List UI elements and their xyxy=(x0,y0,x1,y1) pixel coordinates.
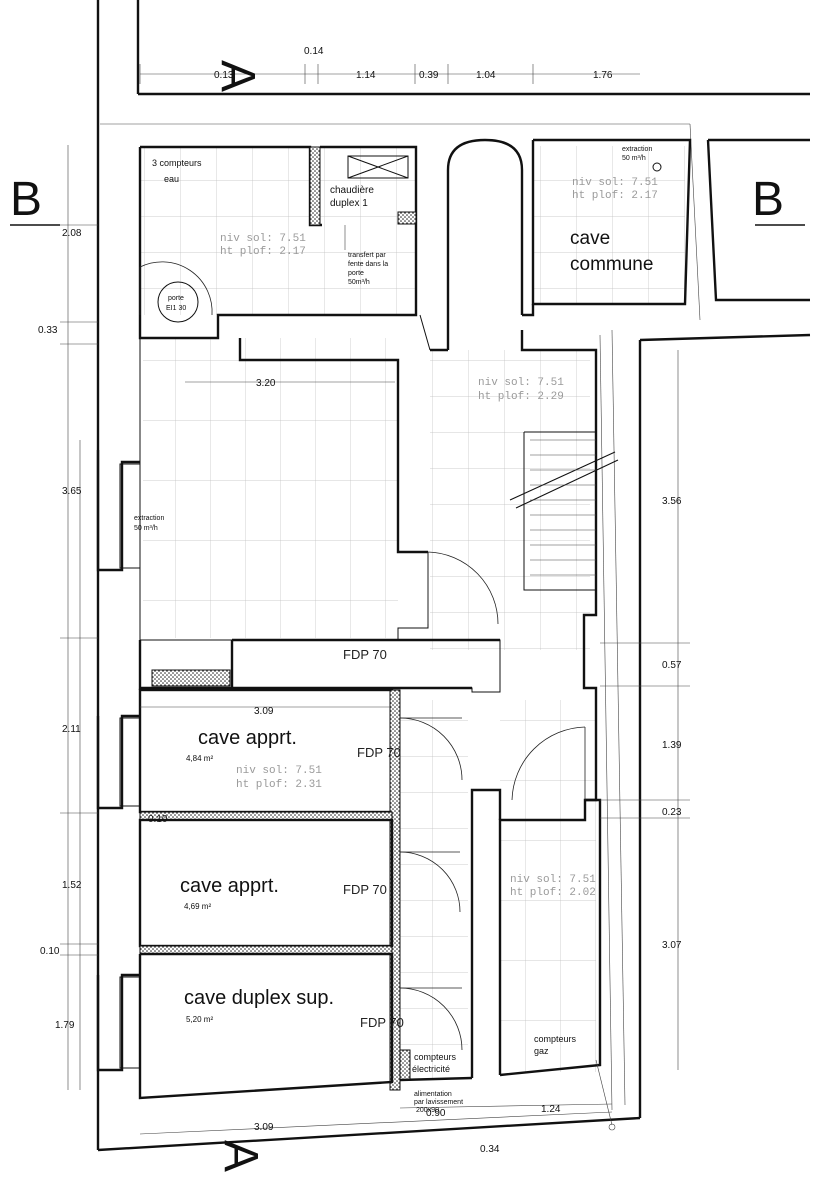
corridor-door[interactable] xyxy=(427,551,499,625)
level-sol-3: niv sol: 7.51 xyxy=(236,765,322,777)
boiler-title: chaudière xyxy=(330,185,374,196)
extraction-vent xyxy=(652,162,662,172)
elec-note1: alimentation xyxy=(414,1091,452,1098)
door-marker xyxy=(157,281,199,323)
elec-sub: électricité xyxy=(412,1064,450,1074)
dim-right-2: 1.39 xyxy=(662,740,682,751)
dim-right-0: 3.56 xyxy=(662,496,682,507)
section-a-top: A xyxy=(211,60,264,92)
level-plaf-2: ht plof: 2.29 xyxy=(478,391,564,403)
extraction-left-text: extraction xyxy=(134,515,164,522)
dim-left-6: 1.79 xyxy=(55,1020,75,1031)
fdp-0: FDP 70 xyxy=(343,647,387,662)
meters-door-note: porte xyxy=(168,295,184,302)
gas-door[interactable] xyxy=(511,726,586,801)
common-title: cave xyxy=(570,228,610,249)
extraction-left-rate: 50 m³/h xyxy=(134,525,158,532)
level-plaf-4: ht plof: 2.02 xyxy=(510,887,596,899)
cave1-title: cave apprt. xyxy=(198,727,297,749)
fdp-2: FDP 70 xyxy=(343,882,387,897)
level-sol-2: niv sol: 7.51 xyxy=(478,377,564,389)
boiler-transfer-1: fente dans la xyxy=(348,261,388,268)
dim-right-1: 0.57 xyxy=(662,660,682,671)
dim-inner-2: 0.10 xyxy=(148,814,168,825)
dim-left-3: 2.11 xyxy=(62,724,81,735)
outer-walls xyxy=(96,0,811,1152)
level-sol-0: niv sol: 7.51 xyxy=(220,233,306,245)
dim-top-4: 1.04 xyxy=(476,70,496,81)
elec-title: compteurs xyxy=(414,1052,457,1062)
meters-title: 3 compteurs xyxy=(152,158,202,168)
section-b-left: B xyxy=(10,173,42,226)
doors xyxy=(139,261,586,1051)
dim-inner-1: 3.09 xyxy=(254,706,274,717)
cave2-title: cave apprt. xyxy=(180,875,279,897)
dim-top-0: 0.14 xyxy=(304,46,324,57)
cave1-door[interactable] xyxy=(399,717,463,781)
boiler-transfer-0: transfert par xyxy=(348,252,386,259)
dim-bottom-3: 0.34 xyxy=(480,1144,500,1155)
dim-left-0: 2.08 xyxy=(62,228,82,239)
fdp-1: FDP 70 xyxy=(357,745,401,760)
dim-bottom-1: 0.90 xyxy=(426,1108,446,1119)
meters-sub: eau xyxy=(164,174,179,184)
cave1-area: 4,84 m² xyxy=(186,754,213,763)
tile-floors xyxy=(140,146,685,1080)
dim-right-4: 3.07 xyxy=(662,940,682,951)
meters-door-code: EI1 30 xyxy=(166,305,186,312)
cave2-door[interactable] xyxy=(399,851,461,913)
boiler-sub: duplex 1 xyxy=(330,198,368,209)
cave3-title: cave duplex sup. xyxy=(184,987,334,1009)
level-plaf-3: ht plof: 2.31 xyxy=(236,779,322,791)
dim-inner-0: 3.20 xyxy=(256,378,276,389)
dim-right-3: 0.23 xyxy=(662,807,682,818)
staircase xyxy=(509,431,619,591)
dim-bottom-2: 1.24 xyxy=(541,1104,561,1115)
level-plaf-0: ht plof: 2.17 xyxy=(220,246,306,258)
level-sol-1: niv sol: 7.51 xyxy=(572,177,658,189)
boiler-transfer-2: porte xyxy=(348,270,364,277)
section-a-bottom: A xyxy=(214,1140,267,1172)
section-b-right: B xyxy=(752,173,784,226)
cave2-area: 4,69 m² xyxy=(184,902,211,911)
elec-note2: par lavissement xyxy=(414,1099,463,1106)
dim-top-3: 0.39 xyxy=(419,70,439,81)
fdp-3: FDP 70 xyxy=(360,1015,404,1030)
boiler-transfer-3: 50m³/h xyxy=(348,279,370,286)
dim-left-5: 0.10 xyxy=(40,946,60,957)
level-sol-4: niv sol: 7.51 xyxy=(510,874,596,886)
common-rate: 50 m³/h xyxy=(622,155,646,162)
gas-sub: gaz xyxy=(534,1046,549,1056)
cave3-area: 5,20 m² xyxy=(186,1015,213,1024)
cave3-door[interactable] xyxy=(399,987,463,1051)
dim-top-5: 1.76 xyxy=(593,70,613,81)
dim-top-1: 0.13 xyxy=(214,70,234,81)
elec-note3: 200x90 xyxy=(416,1107,439,1114)
common-extraction: extraction xyxy=(622,146,652,153)
level-plaf-1: ht plof: 2.17 xyxy=(572,190,658,202)
dim-bottom-0: 3.09 xyxy=(254,1122,274,1133)
dim-top-2: 1.14 xyxy=(356,70,376,81)
dim-left-1: 0.33 xyxy=(38,325,58,336)
gas-title: compteurs xyxy=(534,1034,577,1044)
meters-door[interactable] xyxy=(139,261,213,316)
dim-left-4: 1.52 xyxy=(62,880,82,891)
dim-left-2: 3.65 xyxy=(62,486,82,497)
common-sub: commune xyxy=(570,254,653,275)
dimension-lines xyxy=(40,64,690,1135)
